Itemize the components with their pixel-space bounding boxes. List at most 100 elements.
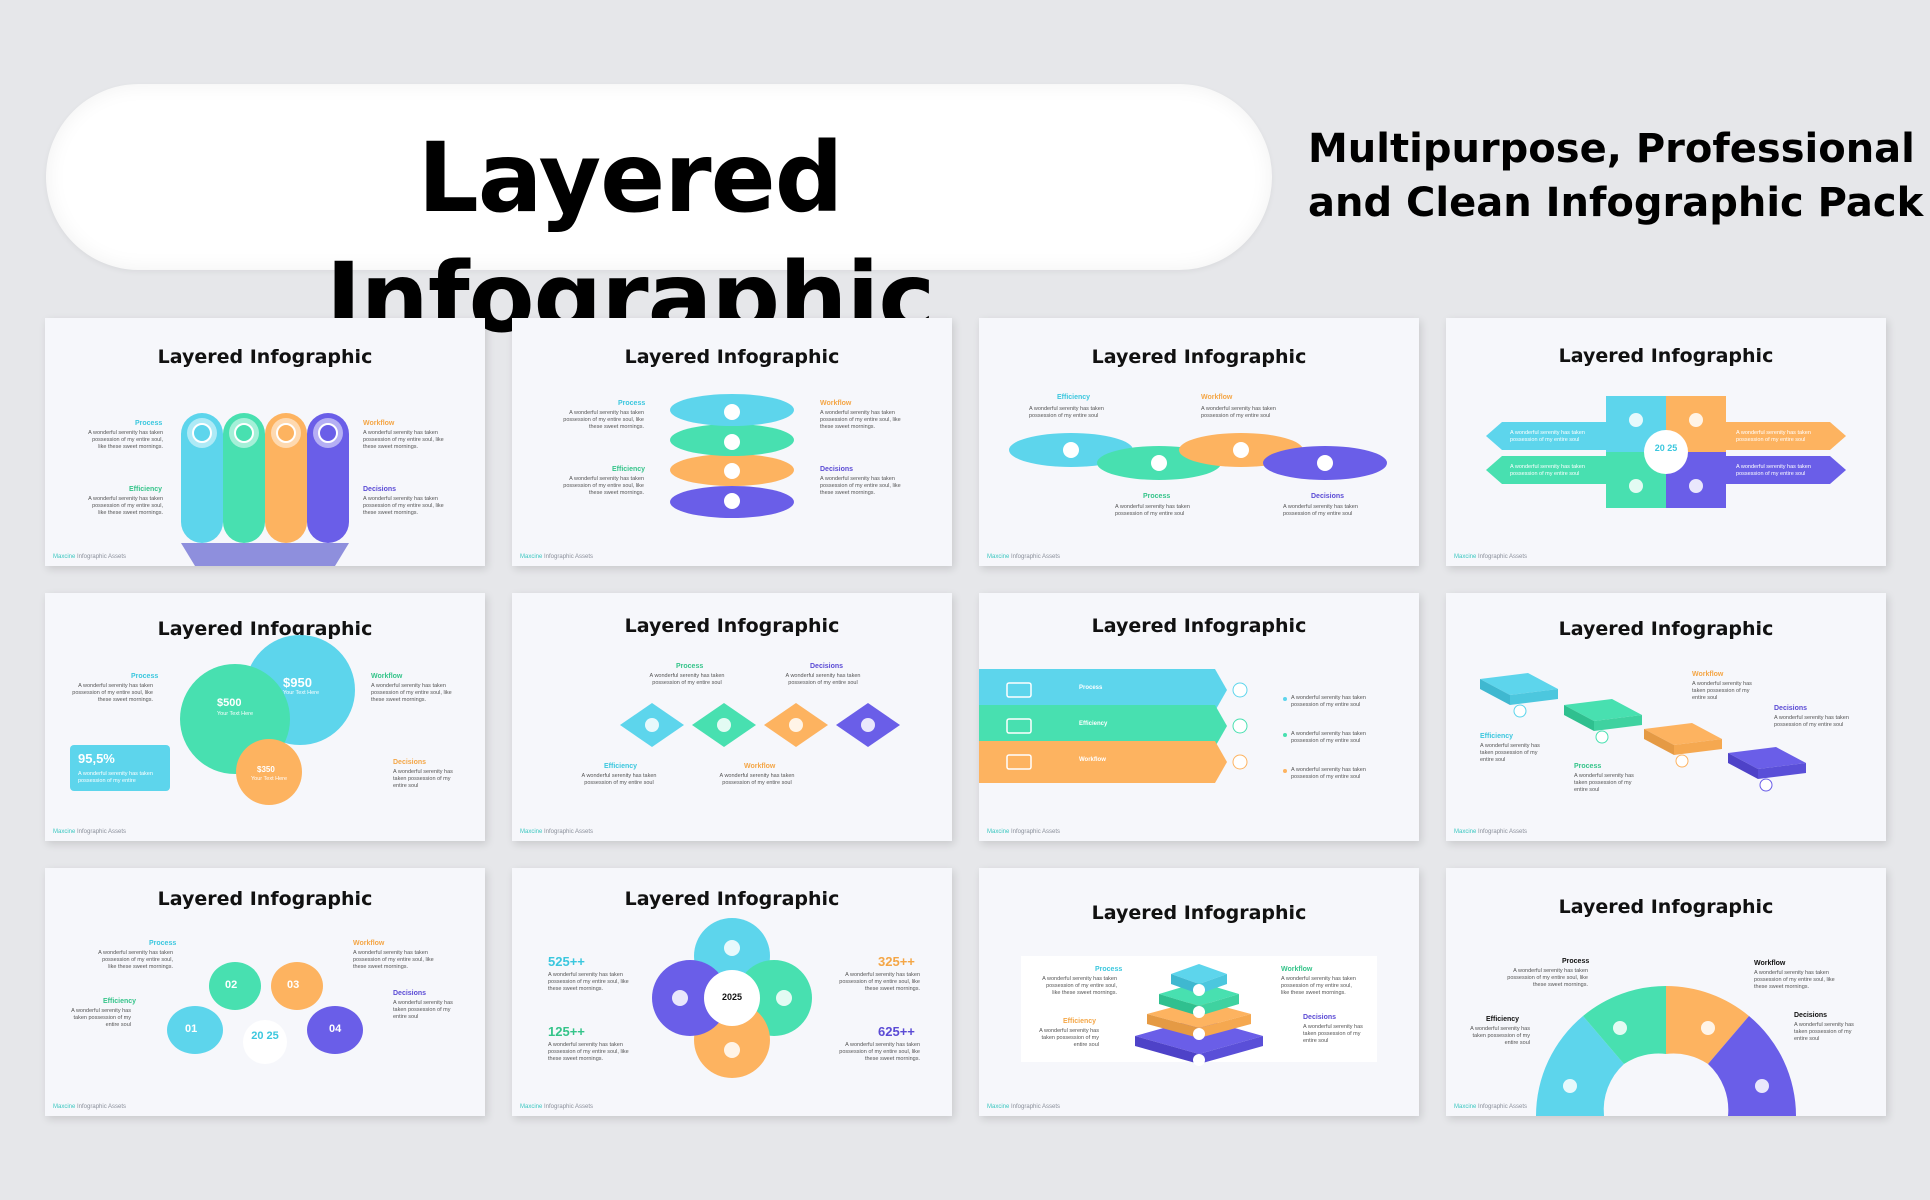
slide-title: Layered Infographic	[157, 888, 373, 910]
body-text: A wonderful serenity has taken possessio…	[98, 950, 173, 970]
body-text: A wonderful serenity has taken possessio…	[1281, 976, 1356, 996]
descending-blocks-graphic	[1480, 673, 1806, 792]
body-text: A wonderful serenity has taken possessio…	[548, 1042, 629, 1062]
slide-thumbnail-11[interactable]: Layered Infographic Process A wonderful …	[979, 868, 1419, 1116]
petal-02: 02	[225, 979, 238, 991]
slide-thumbnail-5[interactable]: Layered Infographic $950 Your Text Here …	[45, 593, 485, 841]
body-text: A wonderful serenity has taken possessio…	[71, 1008, 131, 1028]
label-decisions: Decisions	[810, 663, 844, 670]
slide-footer: Maxcine Infographic Assets	[1454, 829, 1528, 835]
slide-title: Layered Infographic	[624, 346, 840, 368]
ellipse-wave-graphic	[1009, 433, 1387, 480]
body-text: A wonderful serenity has taken possessio…	[1774, 715, 1849, 728]
slide-footer: Maxcine Infographic Assets	[1454, 554, 1528, 560]
body-text: A wonderful serenity has taken possessio…	[393, 769, 453, 789]
body-text: A wonderful serenity has taken possessio…	[1201, 406, 1276, 419]
body-text: A wonderful serenity has taken possessio…	[1754, 970, 1835, 990]
body-text: A wonderful serenity has taken possessio…	[839, 972, 920, 992]
your-text: Your Text Here	[251, 776, 288, 782]
slide-title: Layered Infographic	[157, 618, 373, 640]
label-decisions: Decisions	[1794, 1012, 1828, 1019]
label-decisions: Decisions	[1303, 1014, 1337, 1021]
label-workflow: Workflow	[1079, 757, 1106, 763]
label-process: Process	[1143, 493, 1171, 500]
label-workflow: Workflow	[744, 763, 776, 770]
label-process: Process	[135, 420, 163, 427]
body-text: A wonderful serenity has taken possessio…	[1291, 695, 1366, 708]
label-efficiency: Efficiency	[103, 998, 137, 1005]
hero-subtitle-line2: and Clean Infographic Pack	[1308, 180, 1924, 226]
slide-title: Layered Infographic	[1558, 345, 1774, 367]
label-workflow: Workflow	[1754, 960, 1786, 967]
bubbles-graphic	[70, 635, 355, 805]
layered-banners-graphic	[979, 669, 1287, 783]
slide-thumbnail-1[interactable]: Layered Infographic Process A wonderful …	[45, 318, 485, 566]
label-efficiency: Efficiency	[612, 466, 646, 473]
label-decisions: Decisions	[363, 486, 397, 493]
body-text: A wonderful serenity has taken possessio…	[1480, 743, 1540, 763]
label-workflow: Workflow	[1201, 394, 1233, 401]
slide-thumbnail-8[interactable]: Layered Infographic Workflow A wonderful…	[1446, 593, 1886, 841]
slide-thumbnail-7[interactable]: Layered Infographic Process Efficiency W…	[979, 593, 1419, 841]
layered-columns-graphic	[181, 413, 349, 566]
label-decisions: Decisions	[1311, 493, 1345, 500]
body-text: A wonderful serenity has taken possessio…	[1574, 773, 1634, 793]
label-process: Process	[676, 663, 704, 670]
label-workflow: Workflow	[371, 673, 403, 680]
label-efficiency: Efficiency	[1486, 1016, 1520, 1023]
body-text: A wonderful serenity has taken possessio…	[88, 496, 163, 516]
slide-thumbnail-12[interactable]: Layered Infographic Process A wonderful …	[1446, 868, 1886, 1116]
label-process: Process	[131, 673, 159, 680]
body-text: A wonderful serenity has taken possessio…	[72, 683, 153, 703]
value-950: $950	[283, 675, 312, 690]
hero-subtitle: Multipurpose, Professional and Clean Inf…	[1308, 122, 1924, 230]
label-efficiency: Efficiency	[129, 486, 163, 493]
stat-625: 625++	[878, 1024, 915, 1039]
value-350: $350	[257, 765, 275, 774]
slide-footer: Maxcine Infographic Assets	[520, 829, 594, 835]
diamond-row-graphic	[620, 703, 900, 747]
body-text: A wonderful serenity has taken possessio…	[839, 1042, 920, 1062]
body-text: A wonderful serenity has taken possessio…	[820, 476, 901, 496]
body-text: A wonderful serenity has taken possessio…	[1283, 504, 1358, 517]
slide-thumbnail-6[interactable]: Layered Infographic Process A wonderful …	[512, 593, 952, 841]
half-donut-graphic	[1536, 986, 1796, 1116]
body-text: A wonderful serenity has taken possessio…	[719, 773, 795, 786]
percent-value: 95,5%	[78, 751, 115, 766]
body-text: A wonderful serenity has taken possessio…	[548, 972, 629, 992]
quad-arrows-graphic	[1486, 396, 1846, 508]
label-efficiency: Efficiency	[1079, 721, 1108, 727]
label-process: Process	[618, 400, 646, 407]
body-text: A wonderful serenity has taken possessio…	[371, 683, 452, 703]
slide-thumbnail-4[interactable]: Layered Infographic 20 25 A wonderful se…	[1446, 318, 1886, 566]
center-year: 2025	[721, 992, 743, 1002]
pyramid-stack-graphic	[1021, 956, 1377, 1066]
slide-footer: Maxcine Infographic Assets	[987, 829, 1061, 835]
slide-footer: Maxcine Infographic Assets	[53, 829, 127, 835]
arrow-text: A wonderful serenity has taken possessio…	[1510, 464, 1585, 477]
label-efficiency: Efficiency	[1480, 733, 1514, 740]
slide-thumbnail-3[interactable]: Layered Infographic Efficiency A wonderf…	[979, 318, 1419, 566]
label-process: Process	[1095, 966, 1123, 973]
arrow-text: A wonderful serenity has taken possessio…	[1510, 430, 1585, 443]
slide-thumbnail-9[interactable]: Layered Infographic 01 02 03 04 20 25 Pr…	[45, 868, 485, 1116]
petals-graphic	[167, 962, 363, 1064]
label-workflow: Workflow	[1281, 966, 1313, 973]
year-badge: 20 25	[1654, 443, 1678, 453]
slide-title: Layered Infographic	[1558, 618, 1774, 640]
body-text: A wonderful serenity has taken possessio…	[1507, 968, 1588, 988]
body-text: A wonderful serenity has taken possessio…	[563, 476, 644, 496]
slide-footer: Maxcine Infographic Assets	[987, 1104, 1061, 1110]
stat-125: 125++	[548, 1024, 585, 1039]
label-process: Process	[1079, 685, 1103, 691]
slide-footer: Maxcine Infographic Assets	[520, 554, 594, 560]
body-text: A wonderful serenity has taken possessio…	[785, 673, 861, 686]
body-text: A wonderful serenity has taken possessio…	[1692, 681, 1752, 701]
slide-thumbnail-2[interactable]: Layered Infographic Process A wonderful …	[512, 318, 952, 566]
label-workflow: Workflow	[353, 940, 385, 947]
label-decisions: Decisions	[393, 759, 427, 766]
label-efficiency: Efficiency	[1063, 1018, 1097, 1025]
slide-thumbnail-10[interactable]: Layered Infographic 2025 525++ A wonderf…	[512, 868, 952, 1116]
label-efficiency: Efficiency	[1057, 394, 1091, 401]
body-text: A wonderful serenity has taken possessio…	[1470, 1026, 1530, 1046]
